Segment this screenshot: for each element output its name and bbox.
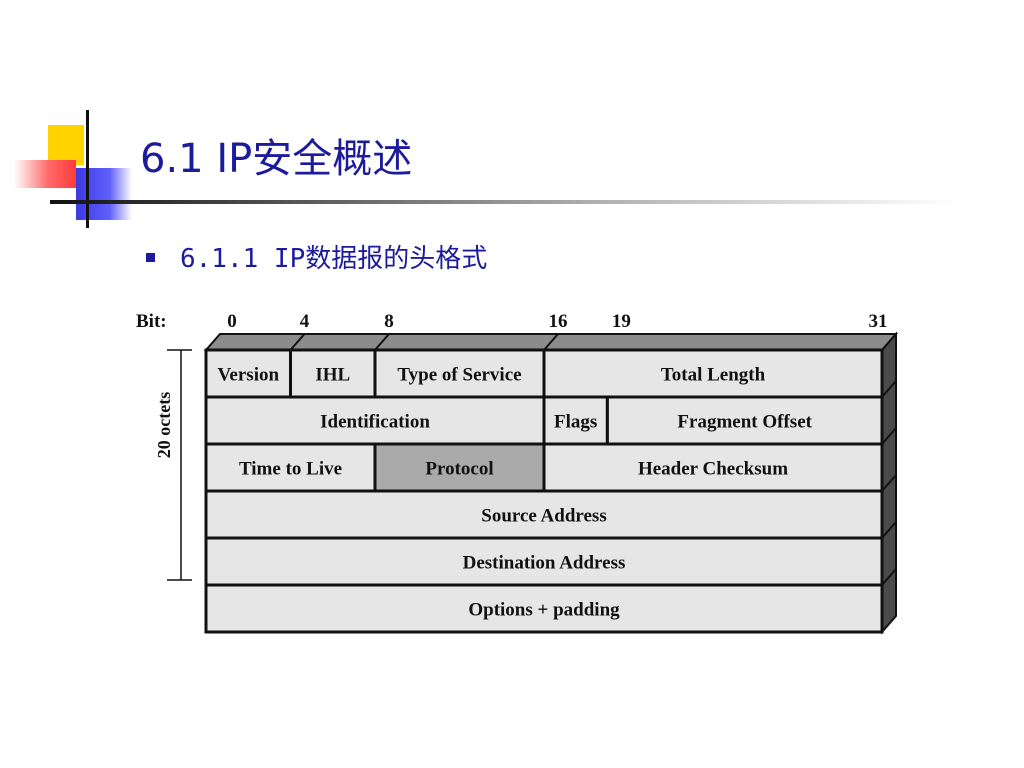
field-cell [605, 395, 884, 446]
field-label: Destination Address [463, 553, 626, 574]
side-face-divider [881, 380, 897, 398]
field-cell [542, 395, 609, 446]
field-label: Identification [320, 412, 430, 433]
field-cell [289, 348, 377, 399]
decor-yellow-block [48, 125, 84, 165]
field-label: Header Checksum [638, 459, 788, 480]
field-label: Time to Live [239, 459, 342, 480]
field-label: Fragment Offset [677, 412, 812, 433]
field-label: IHL [315, 365, 350, 386]
decor-blue-block [76, 168, 132, 220]
field-label: Options + padding [468, 600, 620, 621]
ip-header-svg: Version IHL Type of Service Total LengthIde… [136, 311, 899, 635]
field-cell [204, 583, 884, 634]
top-face-divider [374, 333, 390, 351]
side-face-divider [881, 521, 897, 539]
side-face-divider [881, 427, 897, 445]
side-face-divider [881, 568, 897, 586]
bit-tick: 16 [549, 311, 568, 332]
bullet-square-icon [146, 253, 155, 262]
decor-vertical-line [86, 110, 89, 228]
bit-tick: 0 [227, 311, 237, 332]
bit-tick: 19 [612, 311, 631, 332]
decor-red-block [14, 160, 76, 188]
bullet-text: 6.1.1 IP数据报的头格式 [180, 244, 488, 274]
title-underline [50, 200, 960, 204]
field-cell [542, 348, 884, 399]
bit-tick: 31 [869, 311, 888, 332]
field-label: Version [217, 365, 279, 386]
side-face-divider [881, 474, 897, 492]
field-label: Source Address [481, 506, 606, 527]
bit-tick: 8 [384, 311, 394, 332]
octets-label: 20 octets [154, 392, 174, 458]
top-face-divider [543, 333, 559, 351]
field-cell [204, 489, 884, 540]
field-label: Protocol [425, 459, 493, 480]
field-cell [373, 442, 546, 493]
field-label: Type of Service [397, 365, 521, 386]
slide-title: 6.1 IP安全概述 [140, 136, 413, 182]
field-label: Total Length [661, 365, 766, 386]
bit-tick: 4 [300, 311, 310, 332]
field-label: Flags [554, 412, 597, 433]
side-face-divider [881, 333, 897, 351]
bit-label: Bit: [136, 311, 167, 332]
top-face-divider [289, 333, 306, 351]
